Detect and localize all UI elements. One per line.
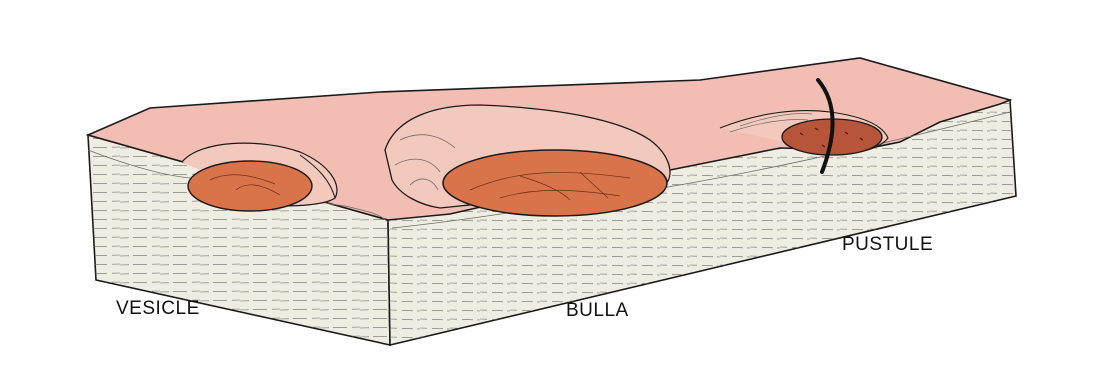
label-pustule: PUSTULE bbox=[842, 234, 933, 256]
label-vesicle: VESICLE bbox=[116, 298, 200, 320]
label-bulla: BULLA bbox=[566, 300, 629, 322]
